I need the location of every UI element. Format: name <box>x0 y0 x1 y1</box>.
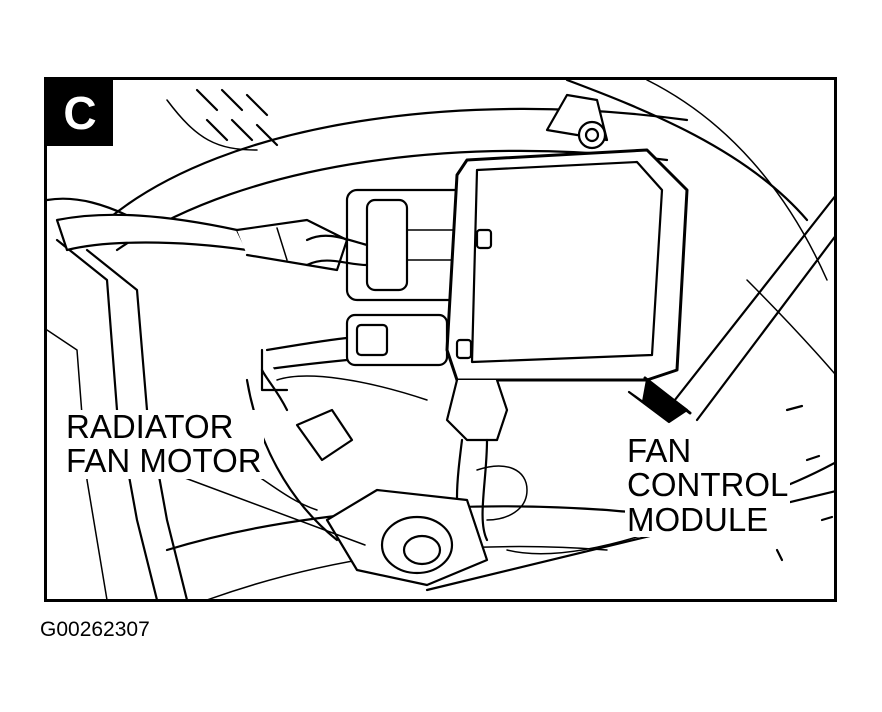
harness-left <box>55 213 249 252</box>
right-diagonal-1 <box>665 195 834 412</box>
right-curve <box>746 279 834 375</box>
section-badge: C <box>47 80 113 146</box>
module-top-face <box>470 160 664 364</box>
leader-line-fan-motor <box>176 474 366 546</box>
shroud-right-arc <box>565 80 809 222</box>
figure-id: G00262307 <box>40 618 150 641</box>
ground-dashes <box>775 404 834 562</box>
module-pigtail-connector <box>445 378 509 442</box>
label-fan-control-module: FAN CONTROL MODULE <box>625 432 791 538</box>
module-latch-1 <box>475 228 493 250</box>
label-radiator-fan-motor: RADIATOR FAN MOTOR <box>64 408 264 480</box>
right-diagonal-2 <box>695 236 834 422</box>
shroud-right-arc-2 <box>646 80 828 281</box>
module-wire-2 <box>481 438 489 542</box>
motor-connector <box>295 408 354 462</box>
upper-connector-plug <box>365 198 409 292</box>
module-latch-2 <box>455 338 473 360</box>
harness-left-lower <box>260 348 289 392</box>
shroud-rib <box>166 99 258 151</box>
grille-hatching <box>195 88 279 147</box>
harness-clamp <box>235 218 349 272</box>
motor-housing-curve <box>245 378 339 542</box>
fan-motor-shaft <box>402 534 442 566</box>
